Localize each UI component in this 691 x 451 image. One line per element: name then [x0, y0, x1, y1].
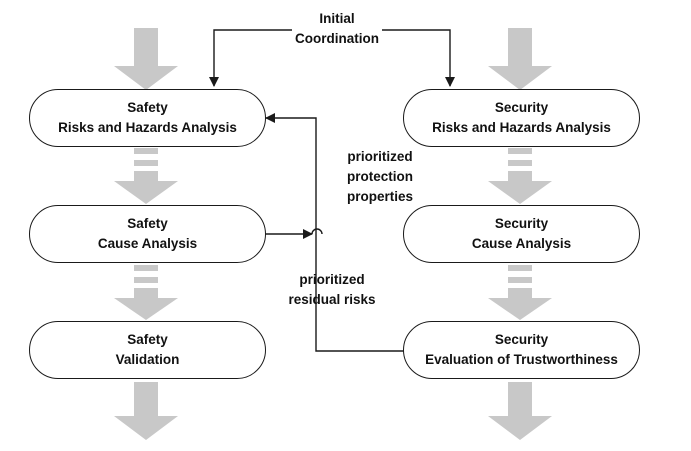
security-evaluation-box: Security Evaluation of Trustworthiness — [403, 321, 640, 379]
safety-validation-title: Safety — [127, 332, 168, 347]
security-cause-title: Security — [494, 216, 549, 231]
security-mid-flow-arrow — [488, 171, 552, 204]
safety-risks-box: Safety Risks and Hazards Analysis — [29, 89, 266, 147]
safety-flow-arrows — [114, 28, 178, 440]
security-dash-2a — [508, 265, 532, 271]
security-risks-title: Security — [494, 100, 549, 115]
security-top-flow-arrow — [488, 28, 552, 90]
safety-cause-box: Safety Cause Analysis — [29, 205, 266, 263]
safety-dash-1a — [134, 148, 158, 154]
security-cause-subtitle: Cause Analysis — [471, 236, 572, 251]
coordination-line-2: Coordination — [295, 31, 379, 46]
residual-label-line-1: prioritized — [299, 272, 365, 287]
security-flow-arrows — [488, 28, 552, 440]
safety-risks-title: Safety — [127, 100, 168, 115]
residual-label-line-2: residual risks — [288, 292, 376, 307]
safety-cause-title: Safety — [127, 216, 168, 231]
coordination-to-security-arrow — [382, 29, 455, 87]
security-evaluation-subtitle: Evaluation of Trustworthiness — [425, 352, 618, 367]
safety-top-flow-arrow — [114, 28, 178, 90]
security-cause-box: Security Cause Analysis — [403, 205, 640, 263]
security-dash-2b — [508, 277, 532, 283]
safety-dash-2a — [134, 265, 158, 271]
residual-risks-arrow — [265, 113, 404, 352]
security-evaluation-title: Security — [494, 332, 549, 347]
safety-validation-box: Safety Validation — [29, 321, 266, 379]
prioritized-residual-risks-label: prioritized residual risks — [270, 270, 394, 310]
security-dash-1b — [508, 160, 532, 166]
safety-validation-subtitle: Validation — [115, 352, 180, 367]
protection-label-line-1: prioritized — [347, 149, 413, 164]
coordination-line-1: Initial — [319, 11, 355, 26]
security-risks-subtitle: Risks and Hazards Analysis — [432, 120, 611, 135]
safety-dash-2b — [134, 277, 158, 283]
prioritized-protection-properties-label: prioritized protection properties — [330, 147, 430, 207]
safety-dash-1b — [134, 160, 158, 166]
security-bottom-flow-arrow — [488, 382, 552, 440]
security-dash-1a — [508, 148, 532, 154]
safety-risks-subtitle: Risks and Hazards Analysis — [58, 120, 237, 135]
safety-mid-flow-arrow — [114, 171, 178, 204]
protection-label-line-3: properties — [346, 189, 414, 204]
security-risks-box: Security Risks and Hazards Analysis — [403, 89, 640, 147]
safety-cause-subtitle: Cause Analysis — [97, 236, 198, 251]
security-lower-flow-arrow — [488, 288, 552, 320]
safety-bottom-flow-arrow — [114, 382, 178, 440]
safety-lower-flow-arrow — [114, 288, 178, 320]
coordination-to-safety-arrow — [209, 29, 292, 87]
line-crossing-hop — [311, 228, 323, 235]
initial-coordination-label: Initial Coordination — [282, 9, 392, 49]
protection-label-line-2: protection — [347, 169, 413, 184]
